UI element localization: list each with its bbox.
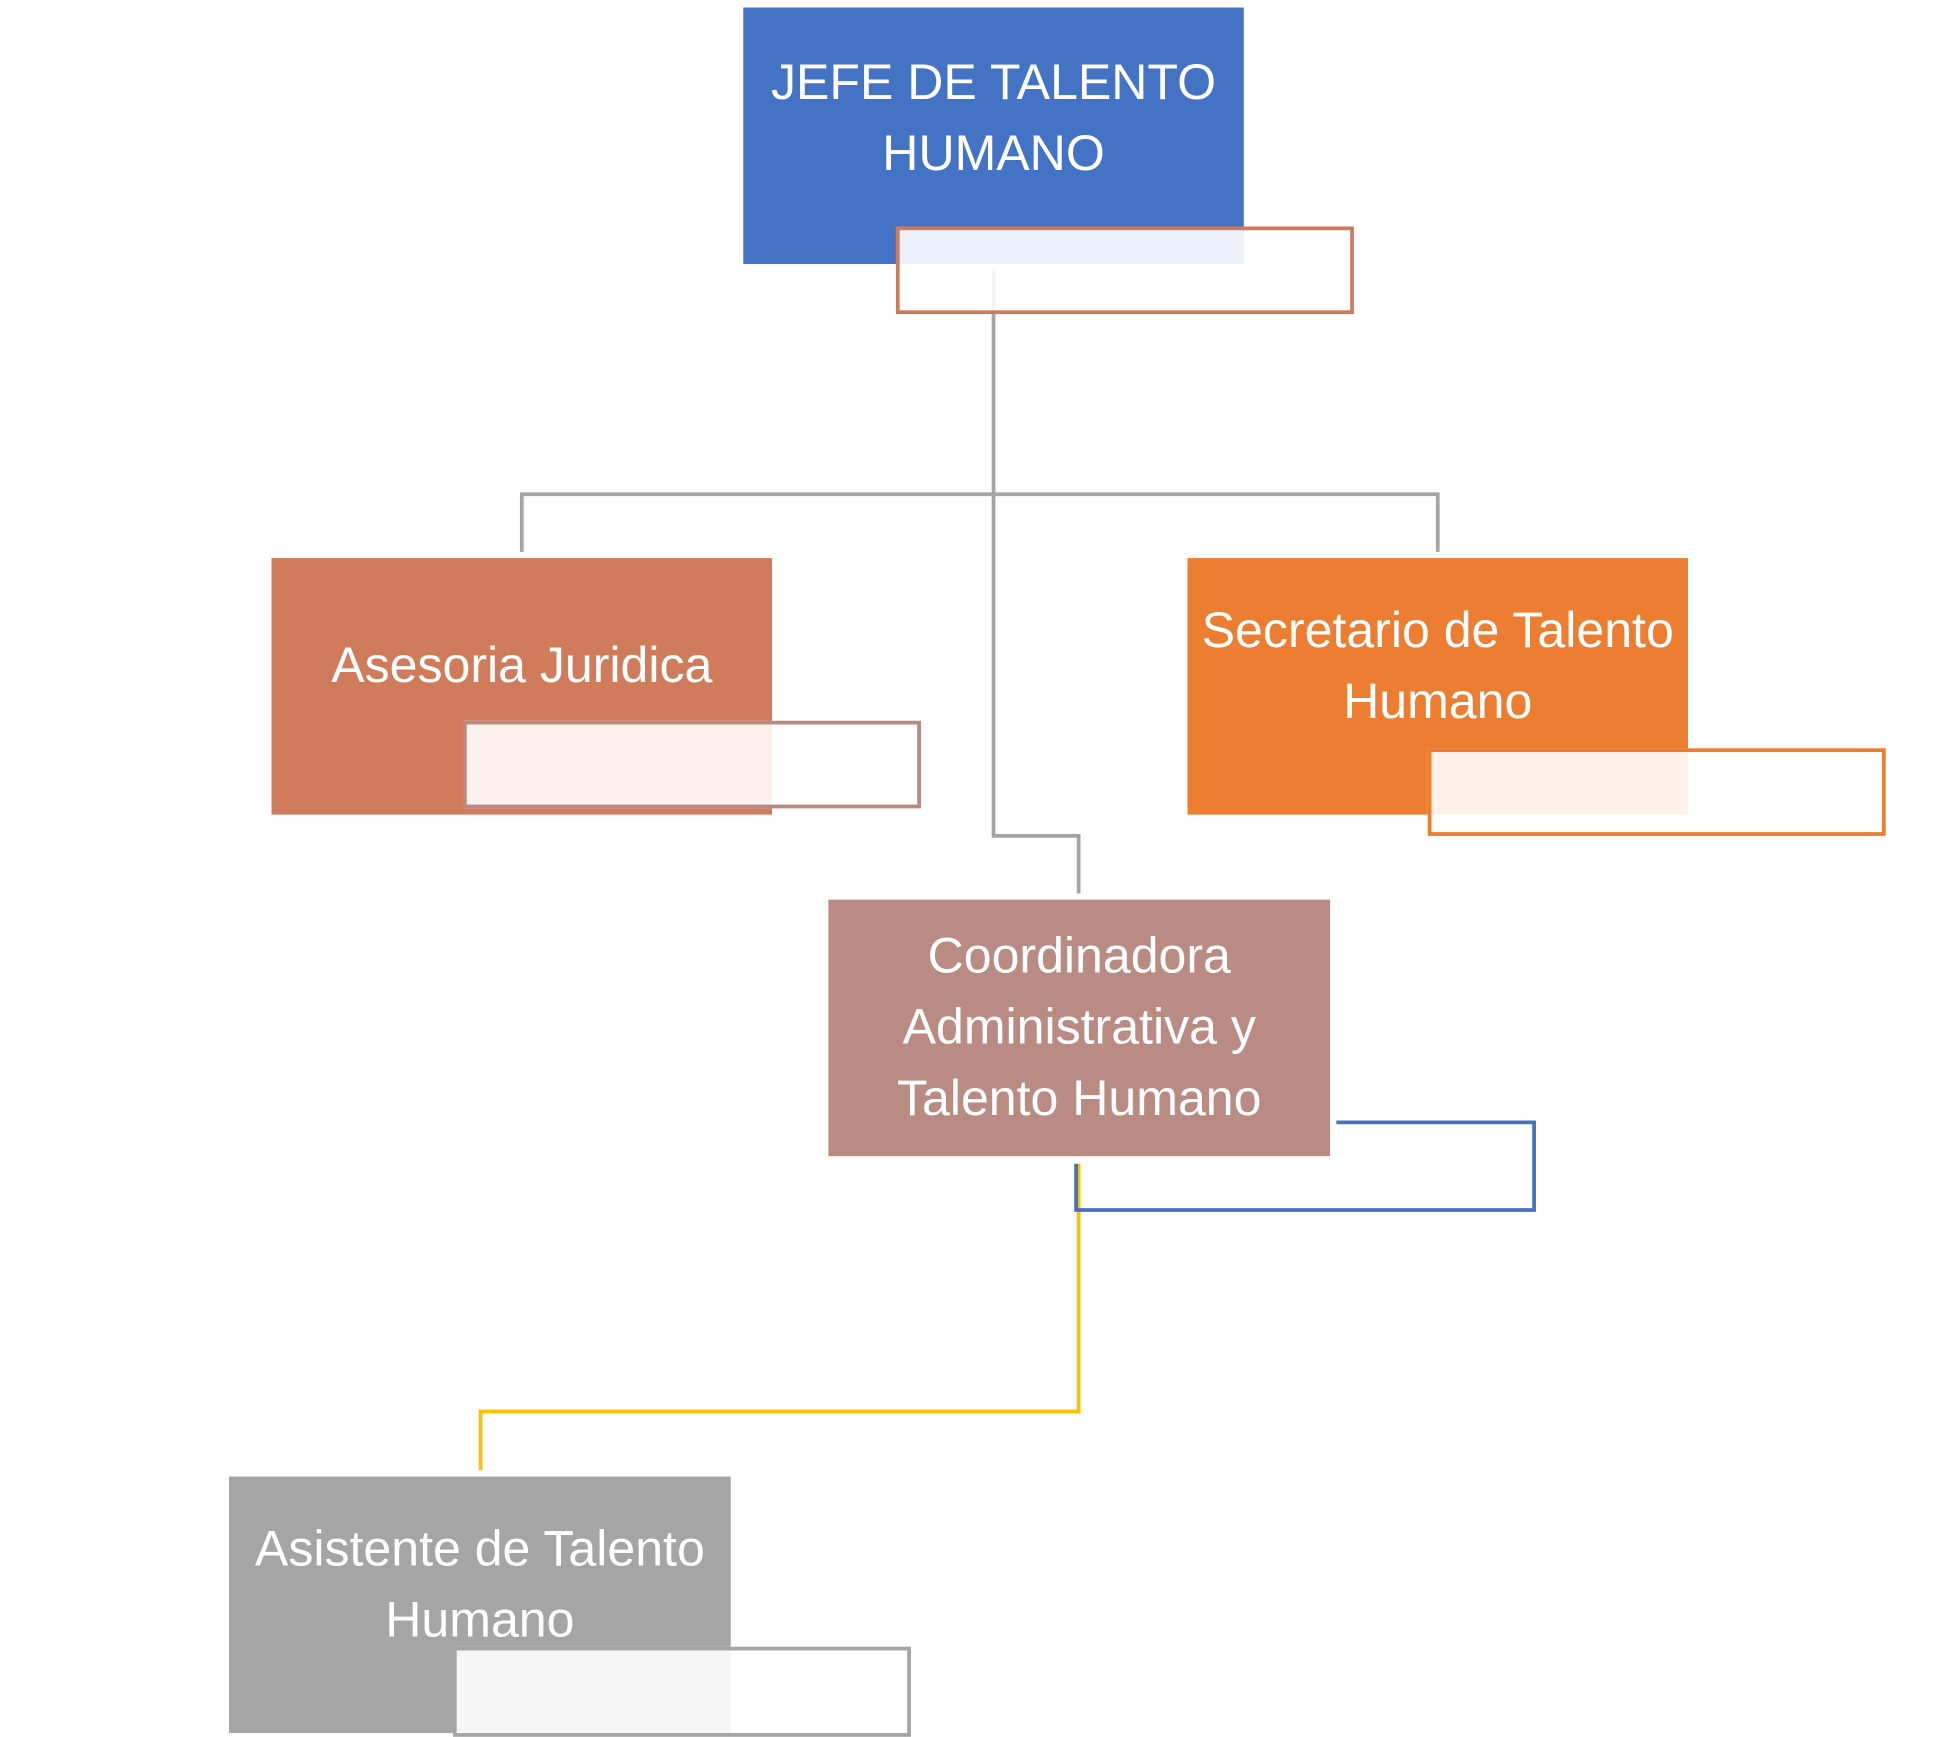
connector-jefe-coordinadora	[991, 269, 1081, 894]
node-jefe-textbox[interactable]	[895, 226, 1354, 315]
connector-jefe-branches	[519, 492, 1440, 552]
node-coordinadora[interactable]: Coordinadora Administrativa y Talento Hu…	[828, 899, 1331, 1157]
connector-coordinadora-asistente	[478, 1163, 1081, 1471]
node-asesoria-label: Asesoria Juridica	[331, 638, 713, 694]
node-secretario-textbox[interactable]	[1427, 748, 1886, 836]
node-jefe-label: JEFE DE TALENTO HUMANO	[771, 55, 1217, 182]
node-coordinadora-label: Coordinadora Administrativa y Talento Hu…	[896, 928, 1262, 1127]
node-secretario[interactable]: Secretario de Talento Humano	[1187, 558, 1689, 815]
node-jefe[interactable]: JEFE DE TALENTO HUMANO	[743, 7, 1244, 265]
node-asistente-textbox[interactable]	[452, 1646, 911, 1737]
node-secretario-label: Secretario de Talento Humano	[1201, 603, 1674, 730]
node-asistente-label: Asistente de Talento Humano	[254, 1521, 705, 1648]
node-asesoria-textbox[interactable]	[462, 720, 921, 809]
